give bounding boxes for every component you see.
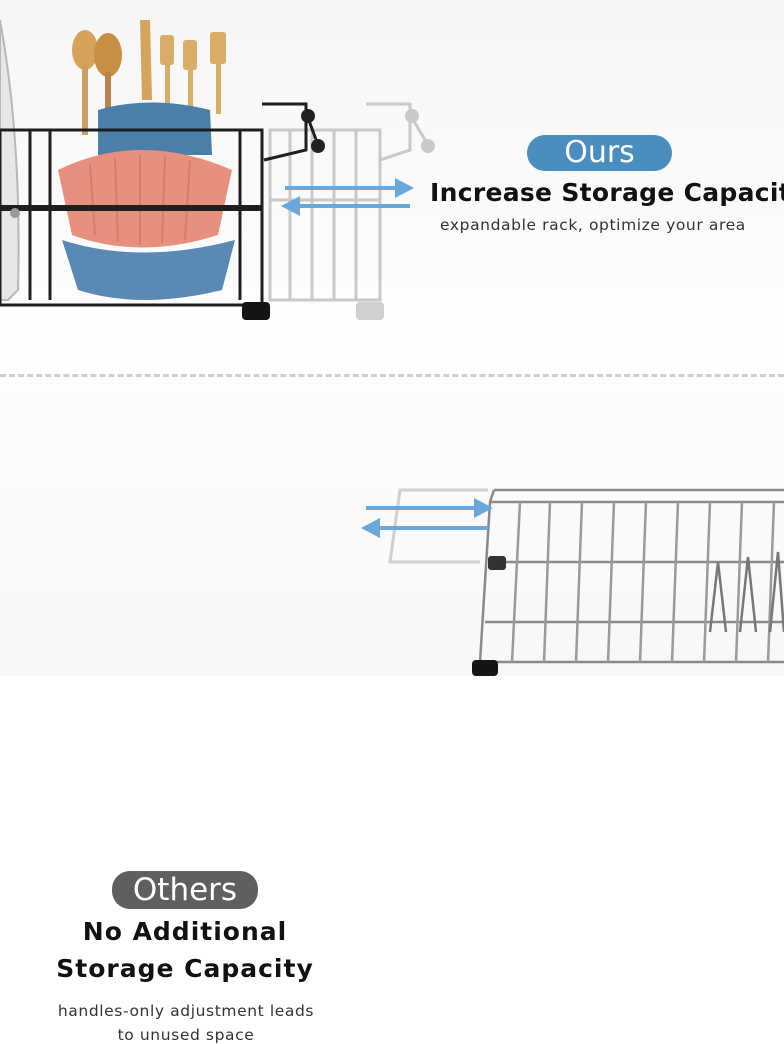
ours-heading: Increase Storage Capacity <box>430 178 784 207</box>
section-divider <box>0 374 784 377</box>
others-heading-line2: Storage Capacity <box>56 954 314 983</box>
utensil-holder-icon <box>72 20 226 135</box>
others-subtext-line2: to unused space <box>117 1026 255 1044</box>
expand-arrows-icon <box>281 178 414 216</box>
bowl-icon <box>58 102 235 300</box>
expand-arrows-icon <box>361 498 493 538</box>
others-heading-line1: No Additional <box>82 917 288 946</box>
others-subtext-line1: handles-only adjustment leads <box>57 1002 315 1020</box>
ours-badge: Ours <box>527 135 672 171</box>
drying-rack-icon <box>0 19 435 320</box>
wire-rack-icon <box>361 488 784 676</box>
others-badge: Others <box>112 871 258 909</box>
others-panel: Others No Additional Storage Capacity ha… <box>0 382 784 1044</box>
ours-subtext: expandable rack, optimize your area <box>440 216 746 234</box>
ours-panel: Ours Increase Storage Capacity expandabl… <box>0 0 784 372</box>
